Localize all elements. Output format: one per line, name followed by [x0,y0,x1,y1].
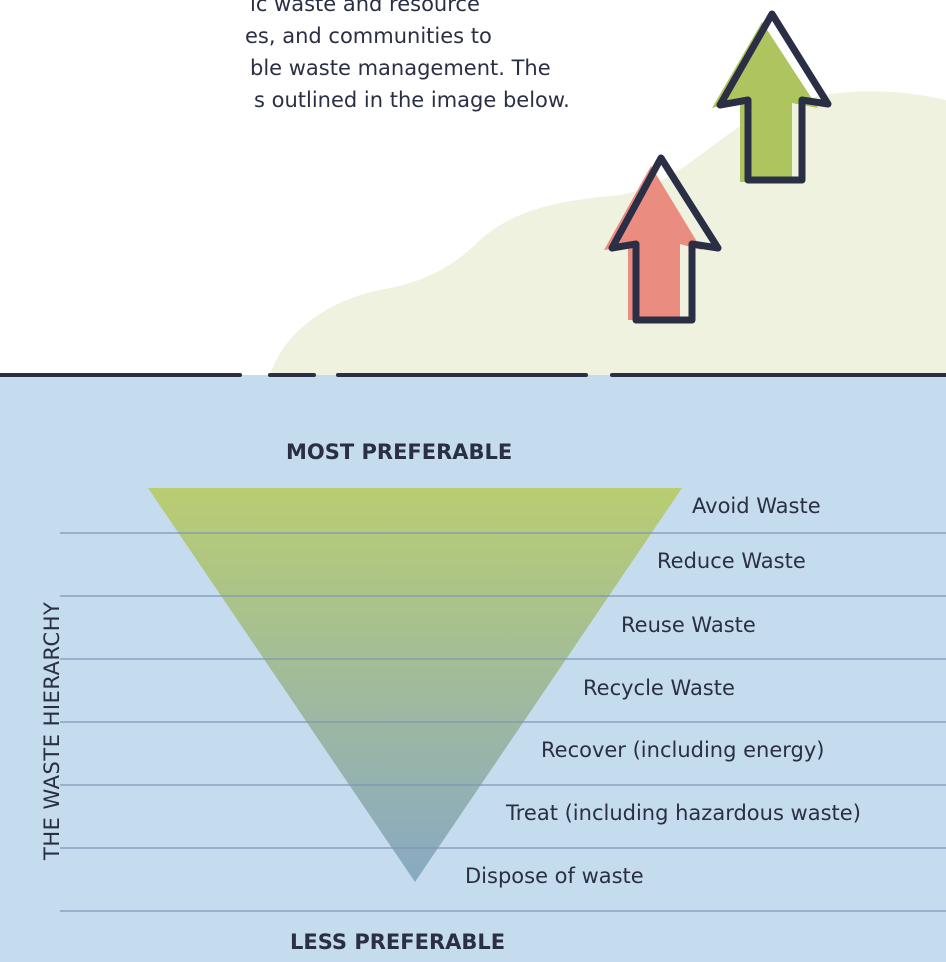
hill-shape [270,91,946,376]
intro-line-3: ble waste management. The [250,56,551,80]
most-preferable-label: MOST PREFERABLE [286,440,513,464]
red-arrow-icon [604,154,722,324]
level-reduce-waste: Reduce Waste [657,549,806,573]
intro-line-1: ic waste and resource [250,0,480,16]
less-preferable-label: LESS PREFERABLE [290,930,506,954]
level-recover: Recover (including energy) [541,738,825,762]
level-reuse-waste: Reuse Waste [621,613,756,637]
intro-paragraph: ic waste and resource es, and communitie… [0,0,570,116]
green-arrow-icon [712,10,832,184]
level-rules [60,532,946,912]
level-dispose: Dispose of waste [465,864,644,888]
intro-line-2: es, and communities to [245,24,492,48]
level-recycle-waste: Recycle Waste [583,676,735,700]
waste-hierarchy-title: THE WASTE HIERARCHY [40,601,64,860]
level-avoid-waste: Avoid Waste [692,494,821,518]
intro-line-4: s outlined in the image below. [254,88,570,112]
level-treat: Treat (including hazardous waste) [506,801,861,825]
hierarchy-triangle [148,488,682,882]
